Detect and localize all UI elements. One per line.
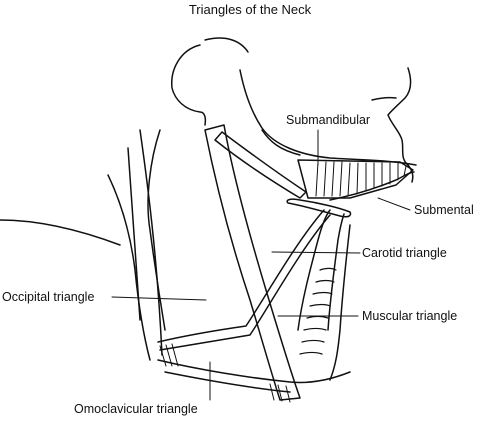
lip-line bbox=[371, 96, 397, 101]
digastric-posterior-belly bbox=[214, 131, 307, 199]
clavicle-lower bbox=[164, 371, 291, 393]
leader-lines bbox=[111, 129, 411, 401]
submandibular-hatching bbox=[315, 161, 407, 197]
submandibular-triangle-outline bbox=[297, 159, 414, 199]
diagram-title: Triangles of the Neck bbox=[188, 2, 312, 17]
label-submental: Submental bbox=[414, 203, 474, 217]
clavicle bbox=[157, 359, 351, 384]
omohyoid-muscle-upper bbox=[157, 209, 325, 343]
anterior-digastric bbox=[329, 171, 415, 201]
label-submandibular: Submandibular bbox=[286, 113, 371, 127]
label-omoclavicular-triangle: Omoclavicular triangle bbox=[74, 402, 198, 416]
tracheal-rings bbox=[299, 267, 337, 355]
ear-outline bbox=[171, 44, 207, 126]
front-of-neck-outline bbox=[329, 224, 351, 381]
jaw-lower bbox=[261, 129, 301, 156]
neck-contour bbox=[107, 174, 151, 361]
leader-submental bbox=[377, 197, 411, 211]
leader-occipital bbox=[111, 296, 207, 301]
face-profile bbox=[387, 67, 414, 183]
shoulder-outline bbox=[0, 219, 121, 246]
omohyoid-muscle bbox=[159, 214, 331, 351]
label-occipital-triangle: Occipital triangle bbox=[2, 290, 95, 304]
leader-carotid bbox=[271, 251, 361, 254]
label-muscular-triangle: Muscular triangle bbox=[362, 309, 458, 323]
jaw-line bbox=[239, 69, 417, 166]
trapezius-muscle-inner bbox=[127, 147, 141, 321]
trachea-outline-left bbox=[297, 209, 331, 331]
head-outline bbox=[204, 37, 249, 53]
trapezius-muscle bbox=[139, 129, 163, 356]
clavicle-hatching bbox=[159, 343, 291, 403]
back-of-neck-outline bbox=[147, 129, 166, 331]
sternocleidomastoid-muscle bbox=[204, 124, 301, 401]
hyoid-bone bbox=[286, 198, 352, 218]
label-carotid-triangle: Carotid triangle bbox=[362, 246, 447, 260]
